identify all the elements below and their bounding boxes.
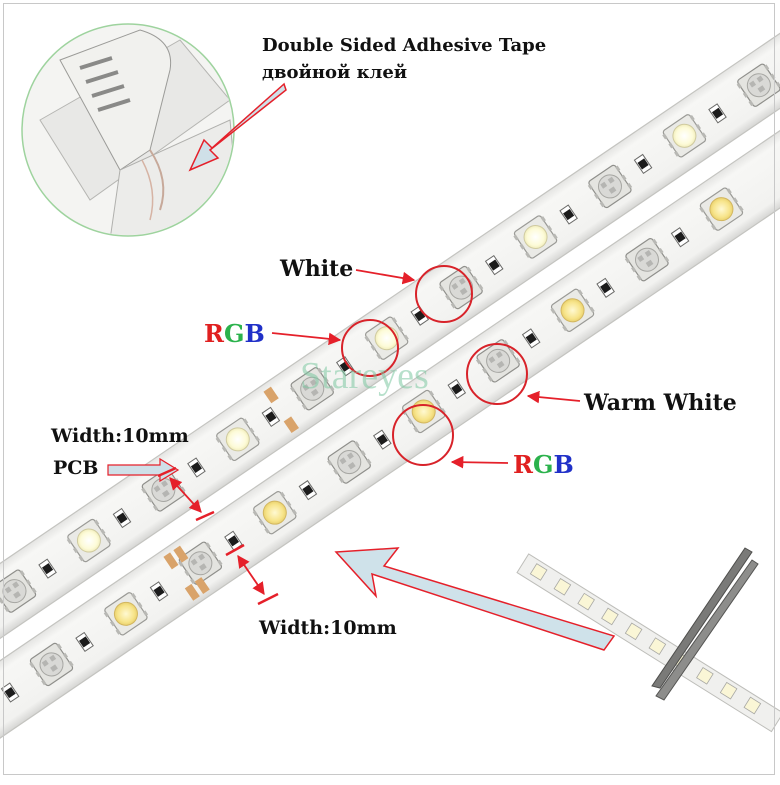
rgb-label-bottom: RGB: [513, 450, 574, 479]
rgb-top-arrow-icon: [271, 332, 342, 346]
rgb-top-g: G: [223, 319, 245, 348]
rgb-top-b: B: [244, 319, 265, 348]
led-strip-top: [0, 0, 780, 697]
tweezers-inset: [516, 547, 780, 733]
rgb-led-highlight-top: [341, 319, 399, 377]
led-strip-bottom: [0, 63, 780, 785]
tape-label-ru: двойной клей: [262, 62, 408, 83]
rgb-top-r: R: [204, 319, 224, 348]
rgb-label-top: RGB: [204, 319, 265, 348]
watermark: Stareyes: [300, 355, 429, 397]
tape-pointer-arrow-icon: [188, 82, 287, 172]
rgb-bottom-b: B: [553, 450, 574, 479]
rgb-bottom-arrow-icon: [450, 455, 509, 469]
adhesive-tape-inset: [21, 23, 235, 237]
rgb-bottom-r: R: [513, 450, 533, 479]
warm-white-led-highlight: [466, 343, 528, 405]
width-measure-bottom: [225, 543, 279, 606]
large-pointer-arrow-icon: [334, 547, 616, 651]
tape-label-en: Double Sided Adhesive Tape: [262, 35, 547, 56]
white-led-highlight: [415, 265, 473, 323]
warm-white-label: Warm White: [584, 390, 737, 416]
white-label: White: [280, 256, 354, 282]
width-measure-top: [157, 466, 215, 522]
rgb-led-highlight-bottom: [392, 404, 454, 466]
rgb-bottom-g: G: [532, 450, 554, 479]
width-label-top: Width:10mm: [51, 425, 189, 447]
width-label-bottom: Width:10mm: [259, 617, 397, 639]
pcb-label: PCB: [53, 457, 99, 479]
white-arrow-icon: [355, 269, 416, 285]
warm-white-arrow-icon: [526, 390, 581, 404]
